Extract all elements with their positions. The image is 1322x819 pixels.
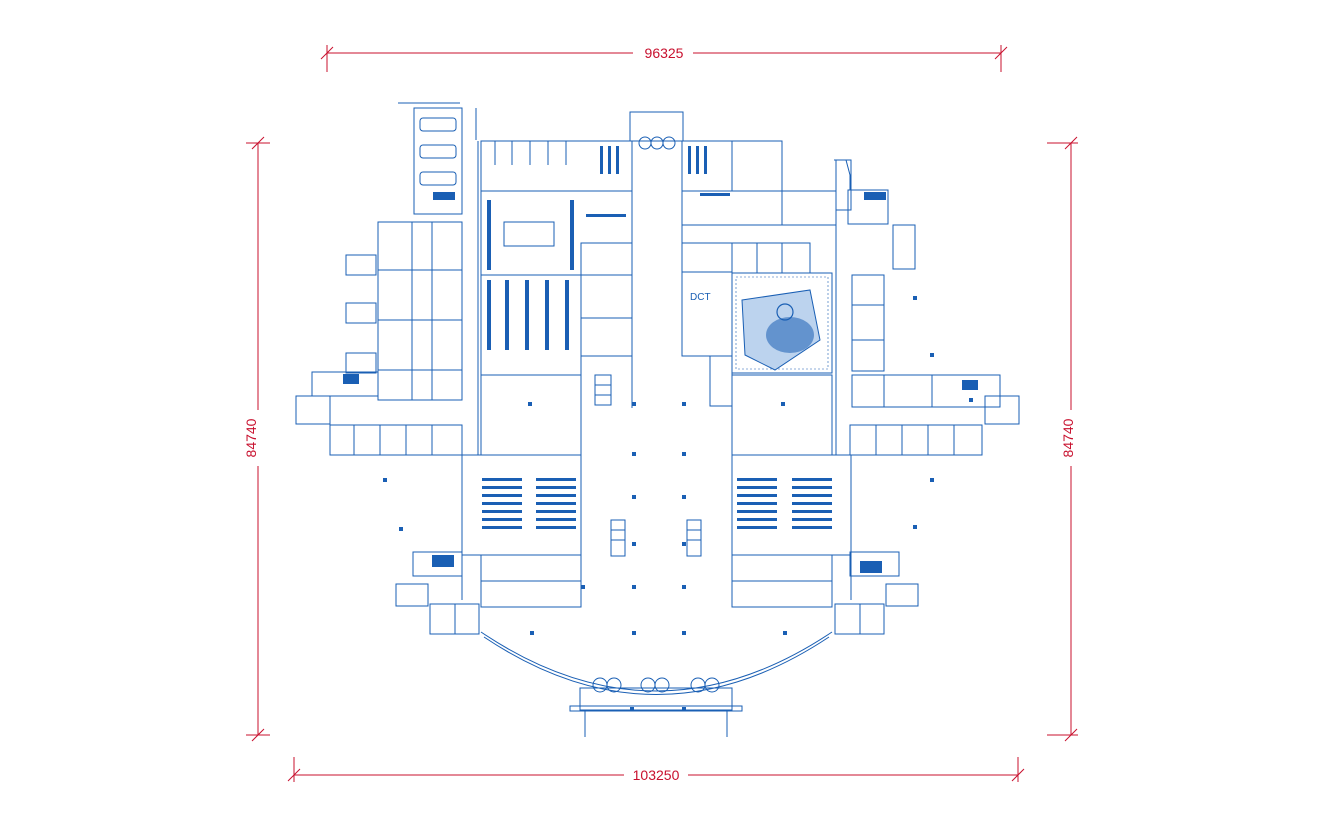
dimension-left-label: 84740: [243, 418, 259, 457]
courtyard-garden: [735, 276, 829, 371]
plan-walls: [295, 102, 1020, 737]
dimension-right-label: 84740: [1060, 418, 1076, 457]
plan-furniture: [343, 146, 978, 711]
escalators: [594, 374, 702, 557]
entrance-doors: [592, 136, 720, 693]
dimension-top-label: 96325: [645, 45, 684, 61]
dct-room-label: DCT: [690, 292, 711, 303]
dimension-bottom-label: 103250: [633, 767, 680, 783]
